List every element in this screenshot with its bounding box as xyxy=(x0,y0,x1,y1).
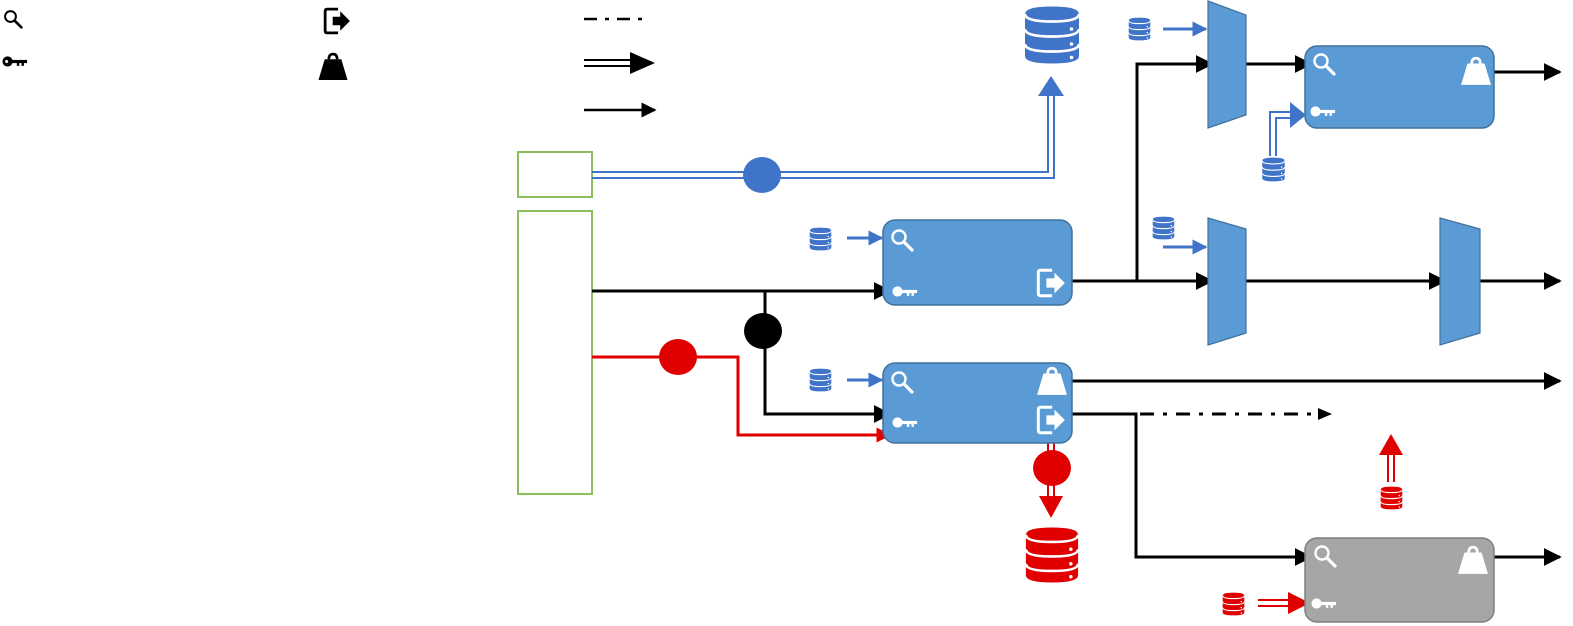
process-box-b xyxy=(882,362,1073,444)
mux-mid-right xyxy=(1439,217,1481,346)
connector-process-b-to-gray xyxy=(1066,412,1313,566)
junction-black xyxy=(744,313,782,349)
connector-process-a-to-mux-top xyxy=(1135,55,1214,281)
red-double-up-arrow xyxy=(1379,434,1403,482)
search-icon xyxy=(3,9,23,29)
weight-icon xyxy=(317,52,349,81)
database-icon xyxy=(1221,592,1246,616)
process-box-c xyxy=(1304,45,1495,129)
database-icon-blue-large xyxy=(1023,5,1081,65)
exit-icon xyxy=(323,7,352,35)
legend xyxy=(2,7,657,118)
red-double-input-arrow xyxy=(1258,592,1310,614)
junction-red-below xyxy=(1033,450,1071,486)
database-icon xyxy=(808,368,833,392)
process-box-a xyxy=(882,219,1073,306)
key-icon xyxy=(2,56,28,67)
dash-dot-arrowhead xyxy=(1318,408,1332,420)
blue-double-connector xyxy=(592,76,1064,179)
source-box-top xyxy=(517,151,593,198)
database-icon xyxy=(1151,216,1176,240)
connector-branch-to-process-b xyxy=(763,291,892,423)
junction-red-left xyxy=(659,339,697,375)
database-icon xyxy=(1127,17,1152,41)
double-arrow xyxy=(584,52,655,74)
blue-double-input-arrow xyxy=(1269,102,1306,156)
mux-top xyxy=(1207,0,1247,129)
connector-red-to-process-b xyxy=(592,355,892,443)
junction-blue xyxy=(743,157,781,193)
database-icon xyxy=(808,227,833,251)
database-icon xyxy=(1261,157,1286,182)
process-box-gray xyxy=(1304,537,1495,623)
mux-mid-left xyxy=(1207,217,1247,346)
database-icon-red-large xyxy=(1024,526,1080,584)
database-icon xyxy=(1379,486,1404,510)
source-box-main xyxy=(517,210,593,495)
